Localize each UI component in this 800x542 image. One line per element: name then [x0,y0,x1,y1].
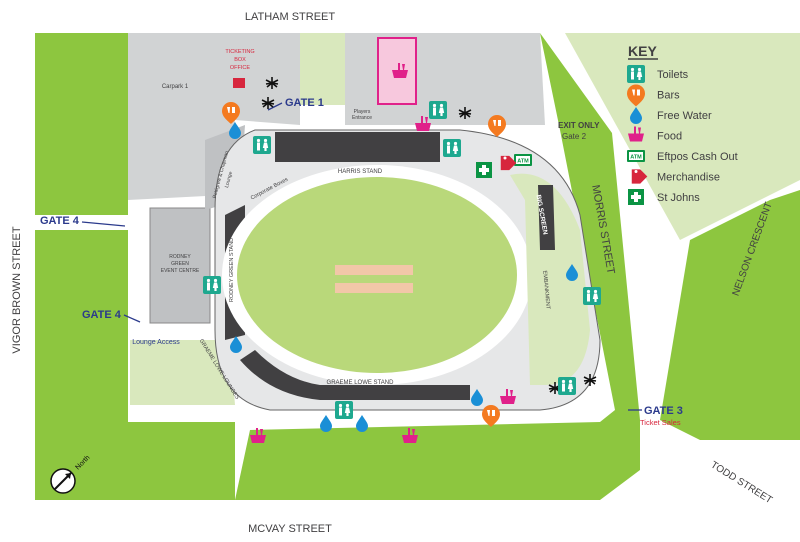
gate-1-label[interactable]: GATE 1 [285,97,324,109]
toilet-icon [443,139,461,157]
gate-4-top-label[interactable]: GATE 4 [40,215,80,227]
gate-3-ticket-sales-label: Ticket Sales [640,418,681,427]
key-item: Toilets [627,65,689,83]
light-grass-north [300,33,345,105]
latham-street-label: LATHAM STREET [245,11,336,23]
gate-2-label[interactable]: Gate 2 [562,132,587,141]
carpark-area [128,33,300,200]
gate-3-label[interactable]: GATE 3 [644,405,683,417]
key-item: Free Water [630,107,712,124]
key-item: Bars [627,84,680,107]
lounge-access-label: Lounge Access [132,339,180,346]
toilet-icon [253,136,271,154]
key-item-label: Free Water [657,110,712,122]
atm-icon [514,154,532,166]
players-entrance-label-2: Entrance [352,115,372,121]
toilet-icon [429,101,447,119]
ticketing-label-3: OFFICE [230,65,250,71]
mcvay-street-label: MCVAY STREET [248,523,332,535]
first-aid-icon [628,189,644,205]
light-grass-southwest [130,340,235,405]
vigor-brown-street-label: VIGOR BROWN STREET [11,226,23,353]
ticketing-label-2: BOX [234,57,246,63]
park-area-southwest [35,230,235,500]
atm-icon [627,150,645,162]
first-aid-icon [476,162,492,178]
graeme-lowe-stand [240,350,470,400]
key-item: Merchandise [624,165,720,188]
pettigrew-lounge-label-2: Lounge [224,171,234,189]
cricket-pitch-1 [335,265,413,275]
key-item-label: Toilets [657,69,689,81]
key-item-label: Food [657,131,682,143]
key-title: KEY [628,43,657,59]
stadium-grounds [128,33,640,500]
event-centre-label-1: RODNEY [169,254,191,260]
carpark-label: Carpark 1 [162,84,189,90]
cricket-pitch-2 [335,283,413,293]
graeme-lowe-stand-label: GRAEME LOWE STAND [327,380,395,386]
park-area-northeast [565,33,800,240]
key-item-label: St Johns [657,192,700,204]
embankment-area [510,173,590,385]
key-item: St Johns [628,189,700,205]
toilet-icon [203,276,221,294]
key-item: Eftpos Cash Out [627,150,738,163]
key-item-label: Bars [657,90,680,102]
toilet-icon [335,401,353,419]
event-centre-label-3: EVENT CENTRE [161,268,200,274]
gate-4-bottom-label[interactable]: GATE 4 [82,309,122,321]
rodney-green-stand-label: RODNEY GREEN STAND [229,238,235,302]
harris-stand-label: HARRIS STAND [338,169,383,175]
gate-4-bottom-arrow [123,314,141,323]
key-item-label: Eftpos Cash Out [657,151,738,163]
north-compass [50,468,76,494]
ticketing-label-1: TICKETING [225,49,254,55]
toilet-icon [558,377,576,395]
key-item: Food [628,126,682,143]
gate-4-top-arrow [81,221,126,227]
park-area-northwest [35,33,128,215]
exit-only-label: EXIT ONLY [558,121,600,130]
ticketing-booth [233,78,245,88]
toilet-icon [627,65,645,83]
players-entrance-label-1: Players [354,109,371,115]
big-screen [538,185,555,250]
event-centre-label-2: GREEN [171,261,189,267]
harris-stand [275,132,440,162]
gate-1-arrow [267,102,283,111]
rodney-green-event-centre [149,207,211,324]
toilet-icon [583,287,601,305]
embankment-label: EMBANKMENT [541,270,550,310]
key-item-label: Merchandise [657,172,720,184]
park-area-east [660,190,800,440]
